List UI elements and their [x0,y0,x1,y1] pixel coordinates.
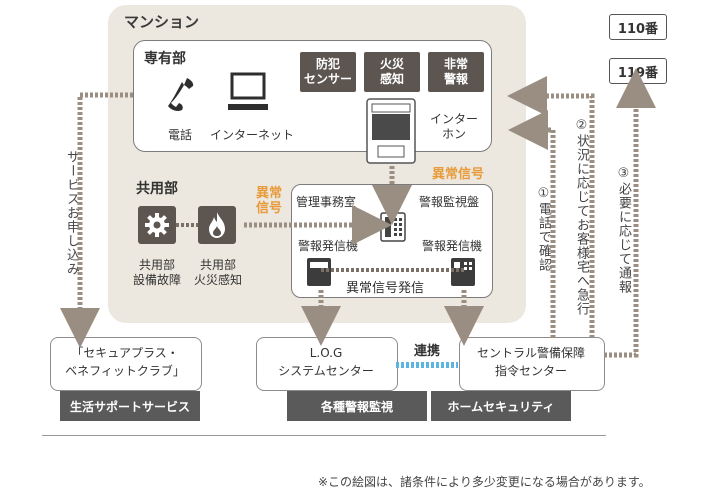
report-label: ③必要に応じて通報 [616,166,631,294]
transmitter-right-label: 警報発信機 [422,239,483,253]
log-center-box [256,337,398,391]
transmitter-left-label: 警報発信機 [298,239,359,253]
rush-home-label: ②状況に応じてお客様宅へ急行 [574,118,589,316]
fire-sensor-badge: 火災 感知 [364,52,420,92]
admin-office-label: 管理事務室 [296,195,357,209]
report-arrow [604,68,656,358]
common-area-title: 共用部 [136,181,178,197]
intercom-icon [366,98,416,164]
phone-label: 電話 [167,128,192,142]
computer-icon [228,72,268,114]
alarm-panel-label: 警報監視盤 [419,195,480,209]
phone-confirm-label: ①電話で確認 [536,186,551,272]
rush-home-arrow [507,76,595,338]
life-support-name: 「セキュアプラス・ ベネフィットクラブ」 [65,346,185,378]
common-fire-label: 共用部 火災感知 [193,258,242,287]
footnote: ※この絵図は、諸条件により多少変更になる場合があります。 [318,475,651,489]
divider [42,435,606,436]
common-signal-label: 異常 信号 [255,186,282,216]
central-security-name: セントラル警備保障 指令センター [476,346,585,378]
central-security-box [459,337,605,391]
crime-sensor-badge: 防犯 センサー [300,52,356,92]
phone-icon [160,74,200,114]
gear-icon [138,206,176,244]
service-application-arrow [60,92,133,348]
transmitter-left-icon [306,257,332,287]
log-center-tag: 各種警報監視 [287,391,427,421]
internet-label: インターネット [209,128,294,142]
police-110-badge: 110番 [609,14,667,40]
mansion-title: マンション [124,13,200,31]
facility-failure-label: 共用部 設備故障 [132,258,181,287]
life-support-tag: 生活サポートサービス [60,391,200,421]
abnormal-signal-transmit-label: 異常信号発信 [346,281,425,296]
intercom-label: インター ホン [429,112,478,141]
log-center-name: L.O.G システムセンター [278,346,374,378]
fire-icon [198,206,236,244]
private-area-title: 専有部 [144,51,186,67]
link-label: 連携 [413,344,440,359]
phone-confirm-arrow [508,110,556,338]
central-security-tag: ホームセキュリティ [431,391,571,421]
emergency-alarm-badge: 非常 警報 [428,52,484,92]
intercom-signal-label: 異常信号 [431,167,484,182]
service-application-label: サービスお申し込み [64,150,79,276]
